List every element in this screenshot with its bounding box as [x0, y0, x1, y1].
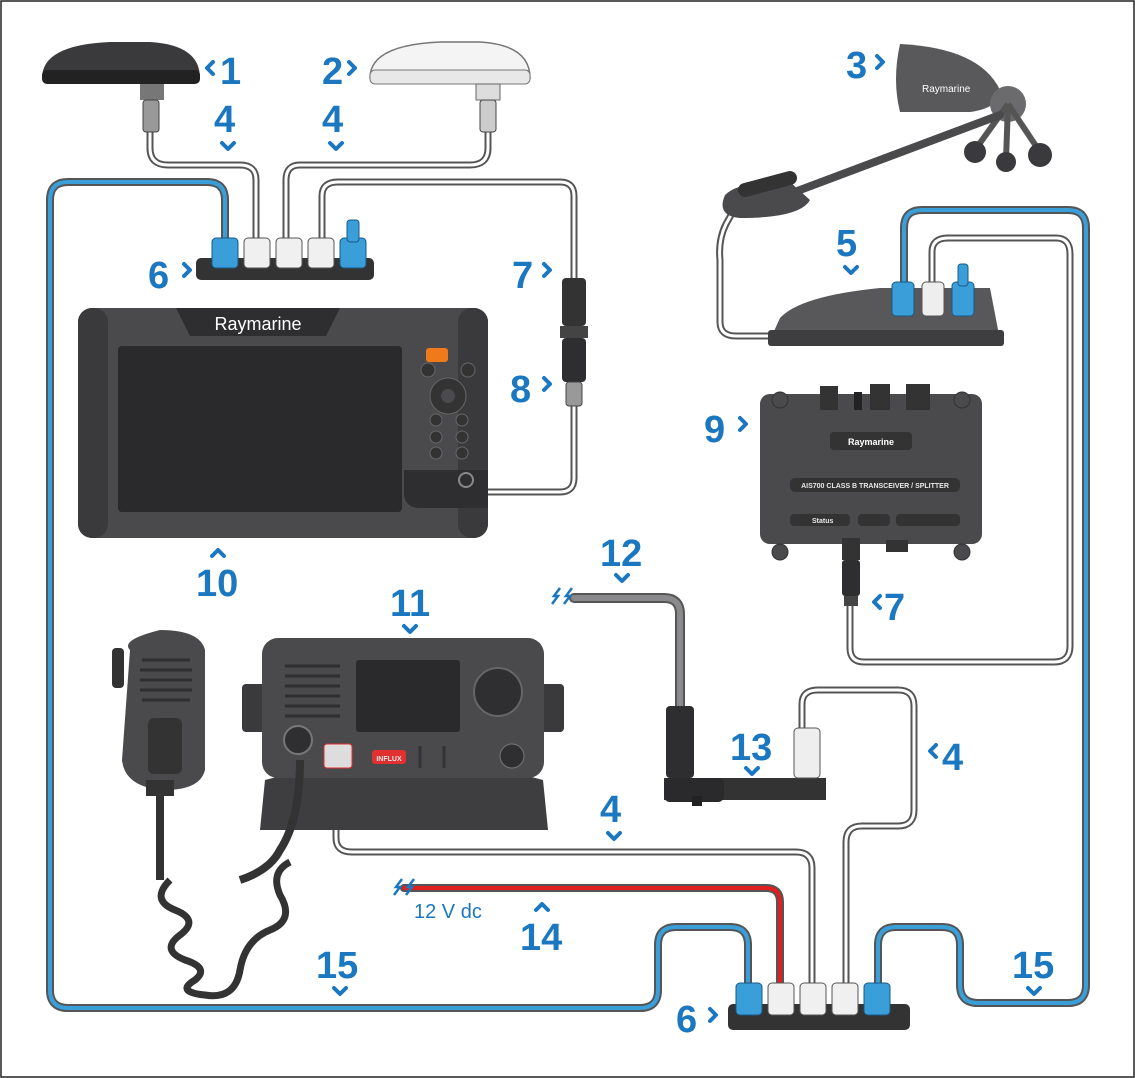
wind-brand-label: Raymarine	[922, 84, 971, 95]
ais-model-label: AIS700 CLASS B TRANSCEIVER / SPLITTER	[801, 483, 949, 490]
callout-13: 13	[730, 727, 772, 769]
callout-4d: 4	[600, 789, 621, 831]
power-cable	[400, 884, 784, 989]
wind-converter	[768, 263, 1004, 346]
ais-brand-label: Raymarine	[848, 437, 894, 447]
ais-status-label: Status	[812, 518, 834, 525]
backbone-connector-top	[196, 219, 374, 280]
cable-adaptor	[560, 278, 588, 407]
callout-9: 9	[704, 409, 725, 451]
callout-7a: 7	[512, 255, 533, 297]
callout-4b: 4	[322, 99, 343, 141]
callout-labels: 1 2 3 4 4 4 4 5 6 6 7 7 8 9 10 11 12 13	[148, 45, 1054, 1041]
wind-transducer: Raymarine	[722, 44, 1052, 218]
gps-antenna-white	[369, 41, 531, 133]
backbone-connector-bottom	[728, 982, 910, 1030]
callout-15b: 15	[1012, 945, 1054, 987]
callout-1: 1	[220, 51, 241, 93]
radio-button-label: INFLUX	[376, 756, 402, 763]
callout-6a: 6	[148, 255, 169, 297]
callout-6b: 6	[676, 999, 697, 1041]
antenna-splitter	[664, 706, 826, 806]
callout-4c: 4	[942, 737, 963, 779]
callout-7b: 7	[884, 587, 905, 629]
vhf-antenna-cable	[569, 593, 685, 725]
callout-12: 12	[600, 533, 642, 575]
vhf-radio: INFLUX	[242, 638, 564, 830]
callout-15a: 15	[316, 945, 358, 987]
backbone-cable-right	[874, 206, 1090, 1007]
callout-4a: 4	[214, 99, 235, 141]
callout-8: 8	[510, 369, 531, 411]
callout-3: 3	[846, 45, 867, 87]
display-brand-label: Raymarine	[214, 314, 301, 334]
callout-14: 14	[520, 917, 562, 959]
backbone-cable-left	[46, 178, 752, 1012]
ais-transceiver: Raymarine AIS700 CLASS B TRANSCEIVER / S…	[760, 384, 982, 606]
callout-2: 2	[322, 51, 343, 93]
power-supply-label: 12 V dc	[414, 901, 482, 923]
callout-5: 5	[836, 223, 857, 265]
multifunction-display: Raymarine	[78, 308, 488, 538]
gps-antenna-dark	[42, 42, 200, 133]
cable-cut-marks	[393, 587, 573, 896]
callout-11: 11	[390, 583, 430, 625]
vhf-handset	[112, 630, 304, 1000]
callout-10: 10	[196, 563, 238, 605]
